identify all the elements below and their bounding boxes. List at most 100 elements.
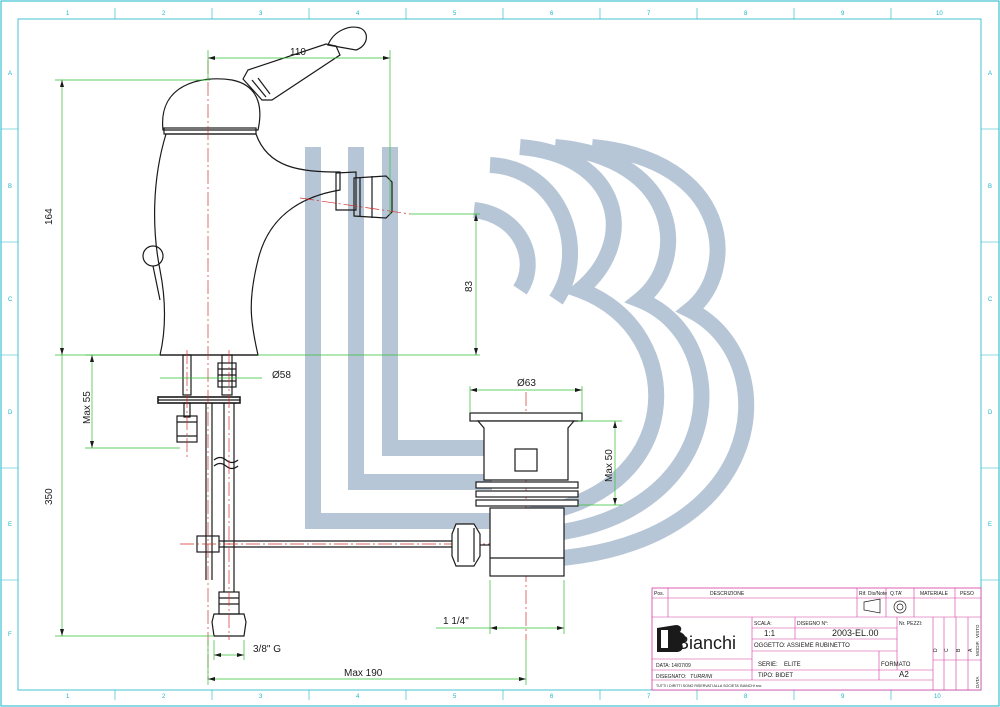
faucet-assembly	[142, 26, 455, 637]
waste-drain-assembly	[451, 412, 583, 577]
tb-header-qta: Q.TA'	[890, 591, 902, 597]
tb-pezzi-label: Nr. PEZZI:	[899, 621, 922, 627]
grid-column-labels-top: 1 2 3 4 5 6 7 8 9 10	[66, 11, 943, 17]
faucet-inlet-nut	[211, 613, 247, 637]
grid-col-10: 10	[936, 11, 943, 17]
dimension-lines	[55, 50, 622, 685]
grid-row-d: D	[8, 410, 13, 416]
grid-col-1: 1	[66, 694, 70, 700]
grid-row-a: A	[8, 71, 12, 77]
grid-column-labels-bottom: 1 2 3 4 5 6 7 8 9 10	[66, 694, 941, 700]
dim-waste-thread: 1 1/4"	[443, 616, 469, 627]
faucet-dome-cap	[162, 78, 261, 131]
tb-disegno-label: DISEGNO N°:	[797, 621, 828, 627]
grid-col-7: 7	[647, 694, 651, 700]
grid-row-c: C	[8, 297, 13, 303]
sheet-inner-frame	[17, 18, 982, 691]
tb-header-materiale: MATERIALE	[920, 591, 949, 597]
grid-col-2: 2	[162, 694, 166, 700]
grid-row-e: E	[988, 522, 992, 528]
tb-rights: TUTTI I DIRITTI SONO RISERVATI ALLA SOCI…	[656, 684, 762, 688]
tb-serie-value: ELITE	[784, 662, 801, 668]
faucet-spout	[335, 171, 357, 211]
tb-scala-label: SCALA:	[754, 621, 772, 627]
grid-col-4: 4	[356, 694, 360, 700]
dim-spout-height: 83	[464, 280, 475, 292]
dim-height-total: 164	[44, 208, 55, 225]
grid-row-f: F	[8, 632, 12, 638]
grid-col-8: 8	[744, 694, 748, 700]
grid-row-d: D	[988, 410, 993, 416]
grid-row-e: E	[8, 522, 12, 528]
bianchi-watermark-logo	[305, 139, 755, 568]
tb-rev-d: D	[933, 648, 939, 652]
tb-header-pos: Pos.	[654, 591, 664, 597]
dim-waste-diameter: Ø63	[517, 378, 536, 389]
tb-rev-header-data: DATA	[975, 677, 980, 688]
grid-col-5: 5	[453, 694, 457, 700]
dim-max-190: Max 190	[344, 668, 383, 679]
grid-col-9: 9	[841, 11, 845, 17]
bianchi-logo: Bianchi	[657, 625, 736, 653]
tb-oggetto: OGGETTO: ASSIEME RUBINETTO	[754, 643, 850, 649]
grid-col-3: 3	[259, 694, 263, 700]
grid-col-3: 3	[259, 11, 263, 17]
grid-col-5: 5	[453, 11, 457, 17]
waste-lever-nut	[451, 523, 481, 567]
tb-header-peso: PESO	[960, 591, 974, 597]
tb-data: DATA: 14/07/09	[656, 663, 691, 669]
grid-col-9: 9	[841, 694, 845, 700]
title-block: Pos. DESCRIZIONE Rif. Dis/Note Q.TA' MAT…	[651, 587, 982, 691]
tb-disegno-value: 2003-EL.00	[832, 628, 879, 638]
grid-col-8: 8	[744, 11, 748, 17]
faucet-dome-ring	[163, 127, 257, 135]
grid-row-c: C	[988, 297, 993, 303]
dim-top-width: 110	[290, 47, 306, 58]
grid-row-markers	[1, 128, 999, 581]
tb-tipo: TIPO: BIDET	[758, 673, 793, 679]
tb-header-rif: Rif. Dis/Note	[859, 591, 887, 597]
grid-column-markers	[114, 8, 892, 700]
tb-rev-header-modif: MODIF.	[975, 641, 980, 656]
grid-row-b: B	[988, 184, 992, 190]
dim-height-350: 350	[44, 488, 55, 505]
dim-max-50: Max 50	[604, 449, 615, 482]
faucet-lever-knob	[327, 26, 367, 51]
faucet-lever-handle	[242, 43, 341, 101]
projection-symbol-icon	[863, 598, 907, 614]
tb-rev-a: A	[968, 648, 974, 652]
tb-scala-value: 1:1	[764, 629, 776, 638]
dim-base-diameter: Ø58	[272, 370, 291, 381]
grid-col-1: 1	[66, 11, 70, 17]
dim-inlet-thread: 3/8" G	[253, 644, 281, 655]
grid-col-6: 6	[550, 11, 554, 17]
grid-row-labels-left: A B C D E F	[8, 71, 13, 638]
tb-rev-b: B	[956, 648, 962, 652]
grid-col-10: 10	[934, 694, 941, 700]
waste-flange	[469, 412, 583, 422]
dimension-arrows	[60, 56, 617, 681]
waste-tailpiece	[489, 507, 565, 577]
tb-serie-label: SERIE:	[758, 662, 778, 668]
tb-header-descrizione: DESCRIZIONE	[710, 591, 745, 597]
grid-row-b: B	[8, 184, 12, 190]
tb-rev-header-visto: VISTO	[975, 624, 980, 638]
dim-max-55: Max 55	[82, 391, 93, 424]
grid-col-4: 4	[356, 11, 360, 17]
grid-col-6: 6	[550, 694, 554, 700]
tb-rev-c: C	[944, 648, 950, 652]
tb-formato-value: A2	[899, 670, 909, 679]
grid-col-7: 7	[647, 11, 651, 17]
tb-disegnato-value: TURRINI	[690, 674, 713, 680]
tb-formato-label: FORMATO	[881, 662, 911, 668]
waste-slot	[514, 448, 538, 472]
grid-row-a: A	[988, 71, 992, 77]
waste-locknut	[475, 481, 579, 489]
faucet-body	[154, 133, 341, 356]
grid-col-2: 2	[162, 11, 166, 17]
faucet-popup-knob	[142, 245, 164, 267]
brand-name: Bianchi	[677, 633, 736, 653]
grid-row-labels-right: A B C D E	[988, 71, 993, 528]
